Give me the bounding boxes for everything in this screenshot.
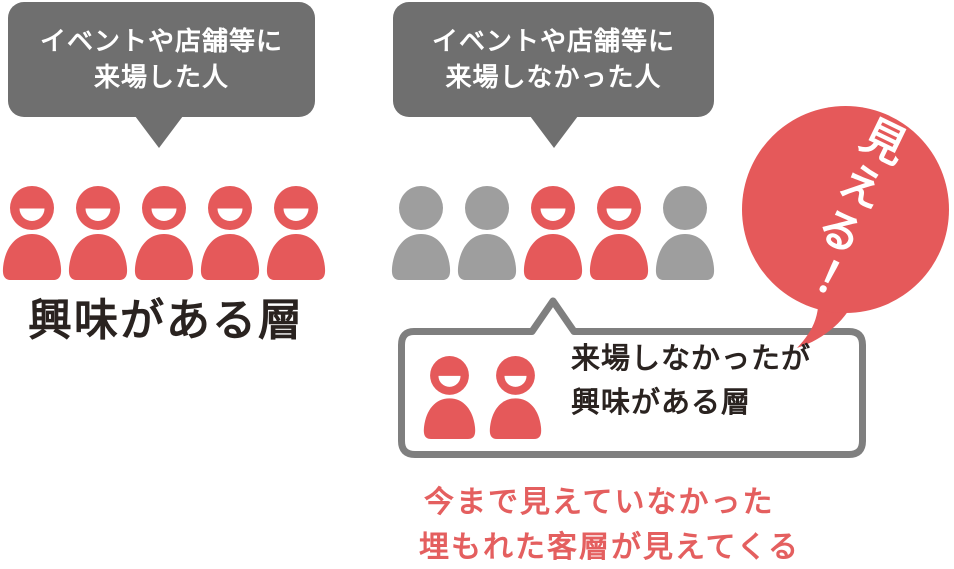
person-icon-smiling <box>134 186 194 280</box>
hidden-interested-label-line2: 興味がある層 <box>571 386 752 419</box>
speech-bubble-visited-line1: イベントや店舗等に <box>39 25 283 56</box>
speech-bubble-not-visited: イベントや店舗等に 来場しなかった人 <box>393 2 714 148</box>
hidden-interested-label: 来場しなかったが 興味がある層 <box>571 338 811 425</box>
person-icon-smiling <box>589 186 649 280</box>
smile-shape <box>504 375 527 387</box>
speech-bubble-not-visited-line2: 来場しなかった人 <box>445 61 662 92</box>
smile-shape <box>151 208 177 221</box>
person-head <box>208 186 252 230</box>
person-body <box>523 234 583 280</box>
smile-shape <box>217 208 243 221</box>
person-icon-smiling <box>489 356 542 439</box>
person-body <box>589 234 649 280</box>
person-body <box>134 234 194 280</box>
bottom-note-line2: 埋もれた客層が見えてくる <box>419 531 800 564</box>
not-visited-people-row <box>391 186 715 280</box>
person-head <box>399 186 443 230</box>
person-head <box>531 186 575 230</box>
person-icon-smiling <box>266 186 326 280</box>
speech-bubble-not-visited-line1: イベントや店舗等に <box>431 25 675 56</box>
person-body <box>200 234 260 280</box>
person-head <box>142 186 186 230</box>
hidden-interested-label-line1: 来場しなかったが <box>571 343 812 375</box>
smile-shape <box>85 208 111 221</box>
interested-segment-label: 興味がある層 <box>28 296 304 345</box>
person-head <box>430 356 469 395</box>
person-head <box>274 186 318 230</box>
speech-bubble-visited: イベントや店舗等に 来場した人 <box>8 2 315 148</box>
smile-shape <box>283 208 309 221</box>
person-body <box>391 234 451 280</box>
person-body <box>489 398 542 439</box>
person-body <box>423 398 476 439</box>
person-body <box>655 234 715 280</box>
person-icon-smiling <box>423 356 476 439</box>
person-body <box>2 234 62 280</box>
smile-shape <box>438 375 461 387</box>
person-icon-smiling <box>68 186 128 280</box>
person-head <box>10 186 54 230</box>
person-head <box>597 186 641 230</box>
hidden-interested-people-row <box>423 356 542 439</box>
person-icon-gray <box>655 186 715 280</box>
smile-shape <box>19 208 45 221</box>
person-body <box>266 234 326 280</box>
person-icon-gray <box>457 186 517 280</box>
bottom-note-line1: 今まで見えていなかった <box>424 486 775 519</box>
person-icon-smiling <box>200 186 260 280</box>
smile-shape <box>606 208 632 221</box>
smile-shape <box>540 208 566 221</box>
person-body <box>68 234 128 280</box>
person-icon-smiling <box>523 186 583 280</box>
speech-bubble-visited-line2: 来場した人 <box>93 61 229 92</box>
reveal-bubble-text: 見える！ <box>780 107 912 309</box>
person-icon-smiling <box>2 186 62 280</box>
person-head <box>465 186 509 230</box>
person-body <box>457 234 517 280</box>
person-head <box>663 186 707 230</box>
person-icon-gray <box>391 186 451 280</box>
person-head <box>76 186 120 230</box>
person-head <box>496 356 535 395</box>
reveal-bubble: 見える！ <box>742 106 949 313</box>
visited-people-row <box>2 186 326 280</box>
